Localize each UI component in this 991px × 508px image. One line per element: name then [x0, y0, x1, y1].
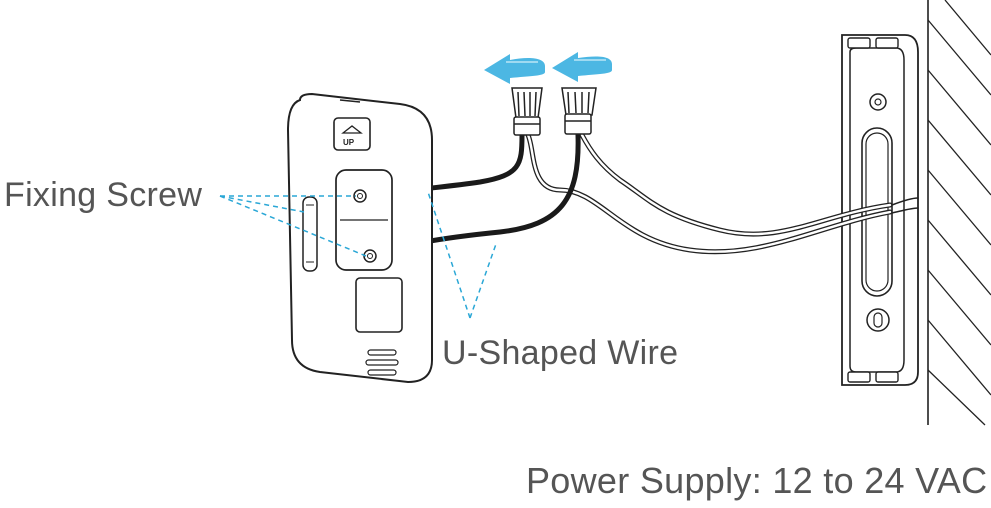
callout-wire-top [427, 191, 471, 319]
mounting-plate [841, 34, 919, 386]
camera-window [355, 277, 403, 333]
speaker-slot [367, 349, 397, 356]
wall-hatch [927, 0, 991, 426]
doorbell-device [286, 92, 433, 384]
callout-wire-bottom [469, 243, 497, 319]
up-marker [333, 117, 371, 151]
side-button [302, 196, 318, 272]
fixing-screw-label: Fixing Screw [4, 176, 203, 214]
power-supply-label: Power Supply: 12 to 24 VAC [526, 460, 988, 501]
twist-arrow-right [552, 52, 612, 82]
wire-nut-left [511, 87, 543, 136]
wire-nut-right [561, 87, 597, 135]
up-label: UP [343, 138, 355, 147]
twist-arrow-left [484, 54, 545, 84]
u-shaped-wire-label: U-Shaped Wire [442, 334, 679, 372]
wall [927, 0, 991, 426]
callout-lines [219, 191, 497, 319]
wall-wires [525, 132, 919, 255]
